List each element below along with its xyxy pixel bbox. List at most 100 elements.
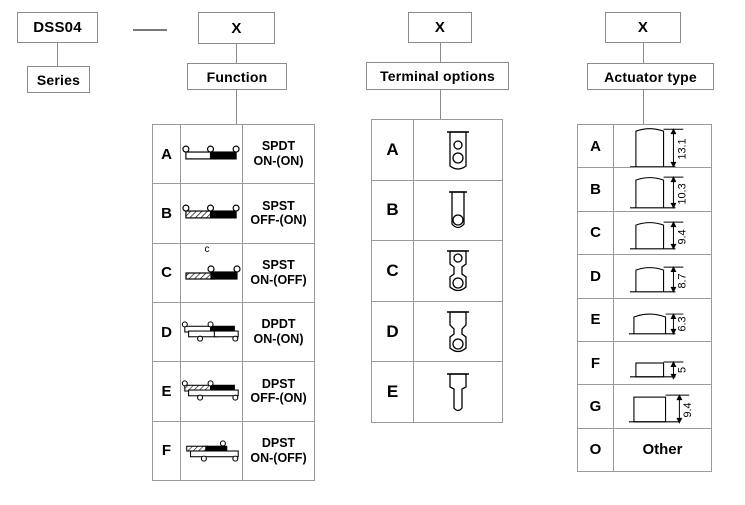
table-row[interactable]: B — [372, 180, 502, 242]
terminal-options-table: A B C — [371, 119, 503, 423]
function-row-state: ON-(OFF) — [250, 272, 307, 287]
table-row[interactable]: C 9.4 — [578, 211, 711, 256]
actuator-symbol-round-top: 9.4 — [614, 212, 711, 254]
table-row[interactable]: A 13.1 — [578, 125, 711, 169]
actuator-symbol-round-top: 13.1 — [614, 125, 711, 168]
table-row[interactable]: A — [372, 120, 502, 181]
function-row-type: DPDT — [261, 317, 296, 332]
actuator-row-code: G — [578, 385, 614, 428]
function-row-code: B — [153, 184, 181, 243]
function-row-state: ON-(OFF) — [250, 450, 307, 465]
function-row-state: OFF-(ON) — [250, 391, 307, 406]
function-symbol-spst-off-on — [181, 184, 242, 242]
actuator-type-table: A 13.1 B — [577, 124, 712, 472]
table-row[interactable]: C c — [153, 243, 314, 303]
actuator-connector-line-top — [643, 43, 644, 63]
function-row-type: SPDT — [261, 139, 296, 154]
terminal-symbol-plain-pin — [414, 362, 502, 422]
function-row-state: ON-(ON) — [253, 154, 304, 169]
actuator-symbol-round-top: 6.3 — [614, 299, 711, 341]
actuator-other-label: Other — [642, 441, 683, 459]
actuator-symbol-round-top: 8.7 — [614, 255, 711, 297]
series-code-box: DSS04 — [17, 12, 98, 43]
function-row-label: DPDT ON-(ON) — [242, 302, 314, 362]
terminal-row-code: A — [372, 120, 414, 180]
table-row[interactable]: D DPDT ON-(ON) — [153, 302, 314, 363]
function-row-label: SPST ON-(OFF) — [242, 243, 314, 302]
function-row-type: DPST — [261, 376, 296, 391]
actuator-dimension-text: 9.4 — [682, 402, 694, 417]
actuator-x-box: X — [605, 12, 681, 43]
table-row[interactable]: E — [372, 362, 502, 422]
terminal-row-code: B — [372, 180, 414, 241]
function-row-label: SPDT ON-(ON) — [242, 125, 314, 184]
table-row[interactable]: O Other — [578, 428, 711, 471]
series-function-dash — [133, 29, 167, 31]
actuator-row-code: D — [578, 255, 614, 298]
actuator-label-box: Actuator type — [587, 63, 714, 90]
table-row[interactable]: D — [372, 301, 502, 363]
terminal-symbol-two-holes-wide — [414, 120, 502, 180]
table-row[interactable]: F DPST — [153, 421, 314, 480]
function-symbol-dpst-off-on — [181, 362, 242, 420]
table-row[interactable]: F 5 — [578, 341, 711, 386]
terminal-row-code: E — [372, 362, 414, 422]
function-symbol-spdt-on-on — [181, 125, 242, 183]
actuator-row-code: C — [578, 211, 614, 255]
actuator-symbol-flat-top: 5 — [614, 342, 711, 384]
terminal-symbol-one-hole-narrow — [414, 181, 502, 241]
function-row-state: OFF-(ON) — [250, 213, 307, 228]
function-row-type: DPST — [261, 436, 296, 451]
table-row[interactable]: E 6.3 — [578, 298, 711, 342]
table-row[interactable]: A SPDT ON-(ON) — [153, 125, 314, 185]
function-row-label: DPST ON-(OFF) — [242, 421, 314, 480]
actuator-row-code: O — [578, 428, 614, 471]
function-symbol-dpst-on-off — [181, 422, 242, 480]
function-row-note: c — [204, 243, 210, 255]
terminal-connector-line-bottom — [440, 90, 441, 119]
terminal-symbol-two-holes-necked — [414, 241, 502, 301]
function-x-box: X — [198, 12, 275, 44]
actuator-dimension-text: 6.3 — [676, 317, 688, 332]
actuator-symbol-round-top: 10.3 — [614, 168, 711, 210]
function-row-code: A — [153, 125, 181, 184]
actuator-connector-line-bottom — [643, 90, 644, 124]
actuator-dimension-text: 10.3 — [676, 183, 688, 204]
terminal-x-box: X — [408, 12, 472, 43]
terminal-row-code: C — [372, 241, 414, 301]
table-row[interactable]: C — [372, 241, 502, 302]
actuator-row-code: E — [578, 298, 614, 341]
table-row[interactable]: E — [153, 362, 314, 422]
function-symbol-dpdt-on-on — [181, 303, 242, 361]
function-row-code: F — [153, 421, 181, 480]
actuator-dimension-text: 5 — [676, 366, 688, 372]
table-row[interactable]: G 9.4 — [578, 385, 711, 429]
function-row-code: C — [153, 243, 181, 302]
terminal-symbol-one-hole-necked — [414, 302, 502, 362]
function-connector-line-top — [236, 44, 237, 63]
terminal-connector-line-top — [440, 43, 441, 62]
actuator-row-code: F — [578, 341, 614, 385]
table-row[interactable]: B SPST OFF-( — [153, 184, 314, 244]
actuator-dimension-text: 13.1 — [676, 138, 688, 159]
function-options-table: A SPDT ON-(ON) B — [152, 124, 315, 481]
function-row-code: E — [153, 362, 181, 421]
function-row-code: D — [153, 302, 181, 362]
series-label-box: Series — [27, 66, 90, 93]
function-label-box: Function — [187, 63, 287, 90]
function-row-label: SPST OFF-(ON) — [242, 184, 314, 243]
actuator-row-code: A — [578, 125, 614, 168]
actuator-dimension-text: 9.4 — [676, 230, 688, 245]
function-symbol-spst-on-off: c — [181, 244, 242, 302]
series-connector-line — [57, 43, 58, 66]
actuator-symbol-flat-top: 9.4 — [614, 385, 711, 427]
function-row-type: SPST — [262, 258, 295, 273]
table-row[interactable]: D 8.7 — [578, 255, 711, 299]
terminal-row-code: D — [372, 301, 414, 362]
table-row[interactable]: B 10.3 — [578, 168, 711, 212]
actuator-row-code: B — [578, 168, 614, 211]
function-row-type: SPST — [262, 198, 295, 213]
actuator-dimension-text: 8.7 — [676, 273, 688, 288]
function-row-label: DPST OFF-(ON) — [242, 362, 314, 421]
